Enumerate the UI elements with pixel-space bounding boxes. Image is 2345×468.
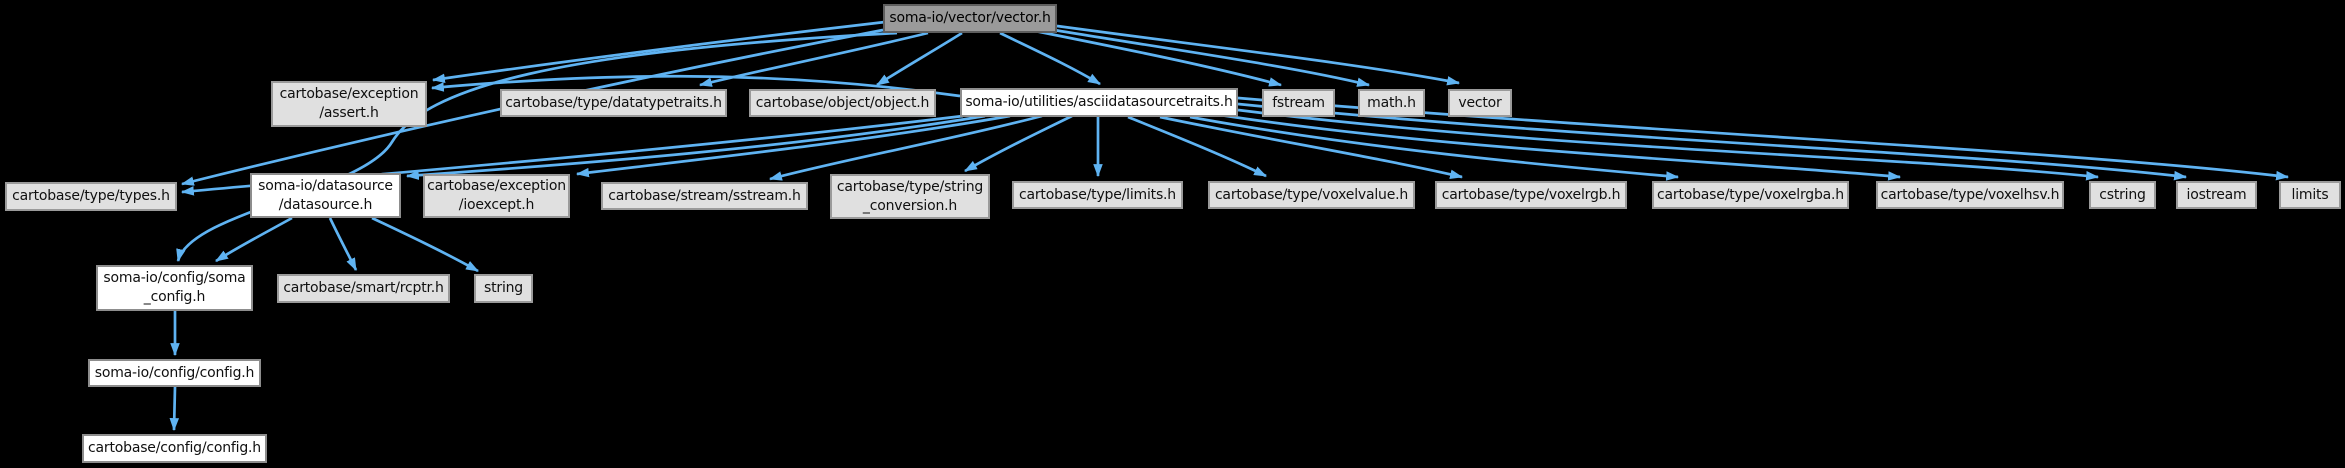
- edge-datasource_h-string_std: [371, 216, 479, 273]
- edge-asciidatasourcetraits_h-voxelhsv_h: [1219, 113, 1902, 181]
- edge-vector_h-assert_h: [431, 20, 886, 84]
- node-datatypetraits_h: cartobase/type/datatypetraits.h: [500, 89, 727, 117]
- node-vector_std: vector: [1448, 89, 1512, 117]
- node-voxelrgba_h: cartobase/type/voxelrgba.h: [1652, 181, 1849, 209]
- edge-vector_h-object_h: [876, 31, 963, 87]
- node-assert_h: cartobase/exception /assert.h: [271, 81, 427, 127]
- node-types_h: cartobase/type/types.h: [5, 182, 177, 211]
- node-voxelrgb_h: cartobase/type/voxelrgb.h: [1435, 181, 1627, 209]
- edge-asciidatasourcetraits_h-voxelrgba_h: [1189, 115, 1680, 181]
- edge-asciidatasourcetraits_h-voxelvalue_h: [1127, 115, 1267, 178]
- node-vector_h: soma-io/vector/vector.h: [883, 4, 1057, 33]
- node-asciidatasourcetraits_h[interactable]: soma-io/utilities/asciidatasourcetraits.…: [960, 88, 1238, 117]
- node-soma_config_h[interactable]: soma-io/config/soma _config.h: [96, 265, 253, 311]
- node-sstream_h: cartobase/stream/sstream.h: [601, 182, 808, 210]
- node-limits_h: cartobase/type/limits.h: [1012, 181, 1183, 209]
- node-datasource_h[interactable]: soma-io/datasource /datasource.h: [250, 173, 401, 218]
- edge-vector_h-asciidatasourcetraits_h: [999, 31, 1101, 86]
- edge-soma_io_config_h-cartobase_config_h: [169, 386, 180, 432]
- node-object_h: cartobase/object/object.h: [749, 89, 936, 117]
- edge-vector_h-math_h: [1047, 27, 1371, 87]
- node-voxelvalue_h: cartobase/type/voxelvalue.h: [1208, 181, 1415, 209]
- node-math_h: math.h: [1358, 89, 1425, 117]
- edge-vector_h-soma_config_h: [176, 31, 898, 263]
- edge-asciidatasourcetraits_h-ioexcept_h: [575, 114, 1011, 178]
- node-cartobase_config_h[interactable]: cartobase/config/config.h: [82, 434, 267, 463]
- node-soma_io_config_h[interactable]: soma-io/config/config.h: [88, 359, 261, 387]
- node-string_conversion_h: cartobase/type/string _conversion.h: [830, 174, 990, 219]
- edge-vector_h-vector_std: [1056, 24, 1461, 86]
- edge-asciidatasourcetraits_h-voxelrgb_h: [1159, 115, 1464, 179]
- node-fstream: fstream: [1262, 89, 1335, 117]
- edge-asciidatasourcetraits_h-datasource_h: [405, 114, 986, 180]
- edge-datasource_h-rcptr_h: [328, 217, 358, 271]
- edge-asciidatasourcetraits_h-limits_std: [1237, 96, 2290, 181]
- edge-vector_h-fstream: [1034, 29, 1283, 87]
- edge-asciidatasourcetraits_h-sstream_h: [768, 114, 1043, 181]
- edge-asciidatasourcetraits_h-string_conversion_h: [964, 114, 1073, 173]
- edges-group: [169, 20, 2290, 432]
- node-limits_std: limits: [2279, 181, 2341, 209]
- node-cstring: cstring: [2089, 181, 2156, 209]
- node-rcptr_h: cartobase/smart/rcptr.h: [277, 274, 450, 303]
- edge-vector_h-types_h: [180, 28, 884, 186]
- node-voxelhsv_h: cartobase/type/voxelhsv.h: [1876, 181, 2064, 209]
- node-iostream: iostream: [2176, 181, 2257, 209]
- node-ioexcept_h: cartobase/exception /ioexcept.h: [423, 174, 570, 218]
- edge-asciidatasourcetraits_h-iostream: [1237, 102, 2188, 181]
- node-string_std: string: [474, 274, 533, 303]
- edge-vector_h-datatypetraits_h: [698, 31, 929, 87]
- edge-asciidatasourcetraits_h-cstring: [1237, 108, 2100, 181]
- edge-datasource_h-soma_config_h: [215, 216, 293, 263]
